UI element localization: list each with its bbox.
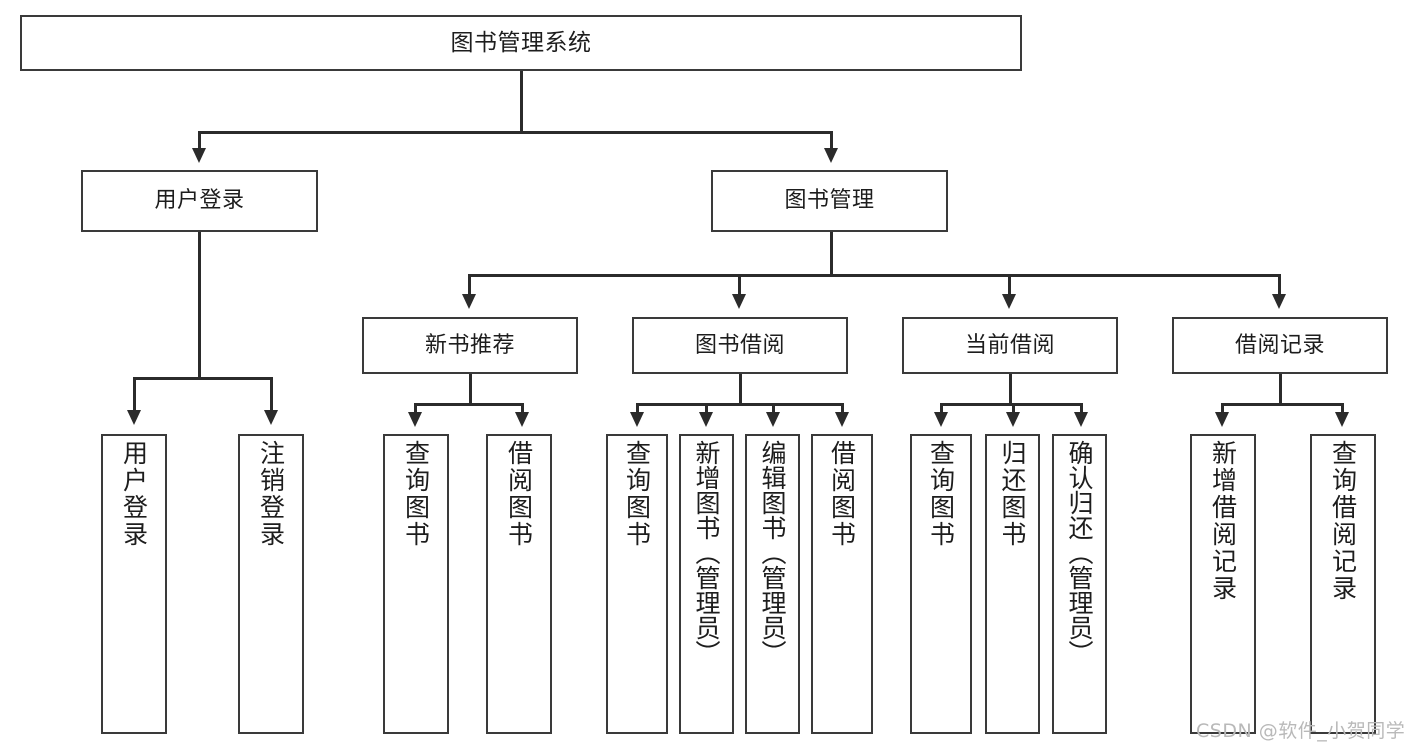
- connector-current-borrow-branch-2: [1012, 403, 1015, 415]
- node-label: 当前借阅: [964, 332, 1055, 358]
- node-borrow-record[interactable]: 借阅记录: [1172, 317, 1388, 374]
- connector-root-stem: [520, 71, 523, 133]
- node-label: 图书管理: [784, 188, 875, 214]
- connector-borrow-record-stem: [1279, 374, 1282, 405]
- leaf-add-book-admin[interactable]: 新增图书（管理员）: [679, 434, 734, 734]
- node-label: 图书借阅: [694, 332, 785, 358]
- connector-new-book-stem: [469, 374, 472, 405]
- arrow-to-leaf-query-book-3: [934, 412, 948, 427]
- leaf-add-borrow-record[interactable]: 新增借阅记录: [1190, 434, 1256, 734]
- arrow-root-to-book-mgmt: [824, 148, 838, 163]
- leaf-borrow-book-newbook[interactable]: 借阅图书: [486, 434, 552, 734]
- node-label: 查询图书: [926, 440, 956, 548]
- node-label: 新增图书（管理员）: [692, 440, 721, 665]
- arrow-to-borrow-record: [1272, 294, 1286, 309]
- node-label: 新增借阅记录: [1208, 440, 1238, 602]
- connector-new-book-branch-1: [414, 403, 417, 415]
- connector-book-mgmt-branch-2: [738, 274, 741, 296]
- leaf-user-login[interactable]: 用户登录: [101, 434, 167, 734]
- connector-book-borrow-bus: [636, 403, 844, 406]
- connector-borrow-record-branch-2: [1341, 403, 1344, 415]
- node-new-book-recommend[interactable]: 新书推荐: [362, 317, 578, 374]
- connector-book-mgmt-branch-3: [1008, 274, 1011, 296]
- node-label: 编辑图书（管理员）: [758, 440, 787, 665]
- connector-book-mgmt-bus: [468, 274, 1280, 277]
- connector-book-mgmt-branch-4: [1278, 274, 1281, 296]
- arrow-to-leaf-logout: [264, 410, 278, 425]
- node-label: 归还图书: [998, 440, 1027, 548]
- arrow-to-leaf-confirm-return: [1074, 412, 1088, 427]
- node-current-borrow[interactable]: 当前借阅: [902, 317, 1118, 374]
- arrow-to-borrow-book: [732, 294, 746, 309]
- leaf-query-borrow-record[interactable]: 查询借阅记录: [1310, 434, 1376, 734]
- node-book-borrow[interactable]: 图书借阅: [632, 317, 848, 374]
- arrow-to-leaf-user-login: [127, 410, 141, 425]
- node-label: 查询借阅记录: [1328, 440, 1358, 602]
- leaf-logout[interactable]: 注销登录: [238, 434, 304, 734]
- connector-current-borrow-stem: [1009, 374, 1012, 405]
- node-label: 查询图书: [401, 440, 431, 548]
- node-book-management[interactable]: 图书管理: [711, 170, 948, 232]
- connector-user-login-bus: [133, 377, 272, 380]
- connector-borrow-record-branch-1: [1221, 403, 1224, 415]
- arrow-to-leaf-query-record: [1335, 412, 1349, 427]
- arrow-to-leaf-add-book: [699, 412, 713, 427]
- node-label: 注销登录: [256, 440, 286, 548]
- connector-borrow-record-bus: [1221, 403, 1343, 406]
- leaf-query-book-current[interactable]: 查询图书: [910, 434, 972, 734]
- leaf-query-book-newbook[interactable]: 查询图书: [383, 434, 449, 734]
- arrow-to-leaf-edit-book: [766, 412, 780, 427]
- node-label: 图书管理系统: [450, 29, 592, 56]
- connector-book-borrow-branch-3: [772, 403, 775, 415]
- arrow-to-leaf-borrow-book-2: [835, 412, 849, 427]
- node-label: 确认归还（管理员）: [1065, 440, 1094, 665]
- arrow-to-leaf-return-book: [1006, 412, 1020, 427]
- node-label: 查询图书: [622, 440, 652, 548]
- node-label: 借阅图书: [504, 440, 534, 548]
- node-label: 借阅记录: [1234, 332, 1325, 358]
- connector-book-mgmt-stem: [830, 232, 833, 276]
- connector-book-borrow-branch-1: [636, 403, 639, 415]
- arrow-to-leaf-borrow-book-1: [515, 412, 529, 427]
- arrow-root-to-user-login: [192, 148, 206, 163]
- arrow-to-leaf-query-book-1: [408, 412, 422, 427]
- arrow-to-new-book: [462, 294, 476, 309]
- connector-user-login-stem: [198, 232, 201, 379]
- node-label: 借阅图书: [827, 440, 857, 548]
- arrow-to-current-borrow: [1002, 294, 1016, 309]
- node-label: 用户登录: [119, 440, 149, 548]
- connector-book-mgmt-branch-1: [468, 274, 471, 296]
- leaf-confirm-return-admin[interactable]: 确认归还（管理员）: [1052, 434, 1107, 734]
- node-user-login[interactable]: 用户登录: [81, 170, 318, 232]
- node-root[interactable]: 图书管理系统: [20, 15, 1022, 71]
- leaf-edit-book-admin[interactable]: 编辑图书（管理员）: [745, 434, 800, 734]
- connector-new-book-bus: [414, 403, 524, 406]
- leaf-query-book-borrow[interactable]: 查询图书: [606, 434, 668, 734]
- connector-current-borrow-branch-1: [940, 403, 943, 415]
- connector-root-to-book-mgmt: [830, 131, 833, 151]
- arrow-to-leaf-query-book-2: [630, 412, 644, 427]
- node-label: 用户登录: [154, 188, 245, 214]
- node-label: 新书推荐: [424, 332, 515, 358]
- connector-current-borrow-branch-3: [1080, 403, 1083, 415]
- leaf-return-book[interactable]: 归还图书: [985, 434, 1040, 734]
- connector-current-borrow-bus: [940, 403, 1082, 406]
- connector-new-book-branch-2: [521, 403, 524, 415]
- leaf-borrow-book-borrow[interactable]: 借阅图书: [811, 434, 873, 734]
- connector-root-bus: [198, 131, 832, 134]
- connector-root-to-user-login: [198, 131, 201, 151]
- csdn-watermark: CSDN @软件_小贺同学: [1196, 720, 1405, 742]
- connector-book-borrow-stem: [739, 374, 742, 405]
- connector-book-borrow-branch-2: [705, 403, 708, 415]
- connector-book-borrow-branch-4: [841, 403, 844, 415]
- connector-user-login-branch-2: [270, 377, 273, 411]
- connector-user-login-branch-1: [133, 377, 136, 411]
- arrow-to-leaf-add-record: [1215, 412, 1229, 427]
